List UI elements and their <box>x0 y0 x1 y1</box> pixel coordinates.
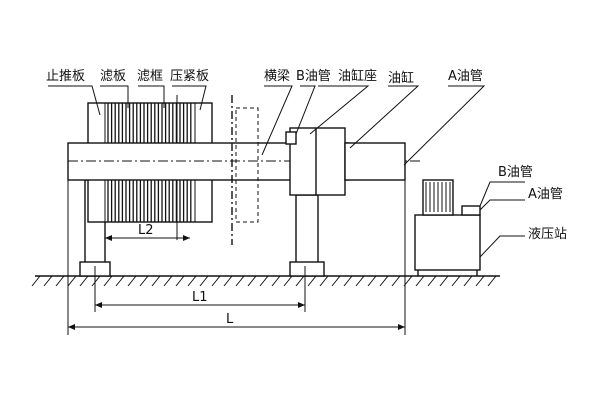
label-b-pipe-right: B油管 <box>498 165 533 180</box>
cylinder-seat <box>285 127 346 196</box>
hydraulic-station <box>414 179 481 276</box>
label-a-pipe-top: A油管 <box>448 69 483 84</box>
label-cylinder-seat: 油缸座 <box>338 68 377 84</box>
label-hydraulic-station: 液压站 <box>528 227 567 242</box>
svg-text:L1: L1 <box>192 290 208 305</box>
moved-plate-outline <box>235 107 259 223</box>
label-beam: 横梁 <box>264 69 290 84</box>
label-filter-frame: 滤框 <box>137 69 163 84</box>
dimension-l2: L2 <box>105 223 190 241</box>
label-cylinder: 油缸 <box>388 70 414 86</box>
label-b-pipe-top: B油管 <box>296 69 331 84</box>
dimension-l1: L1 <box>94 266 306 312</box>
label-a-pipe-right: A油管 <box>528 187 563 202</box>
svg-text:L2: L2 <box>138 223 154 238</box>
svg-text:L: L <box>226 312 234 327</box>
label-press-plate: 压紧板 <box>170 69 209 84</box>
cylinder <box>315 128 406 195</box>
ground <box>31 275 500 287</box>
label-filter-plate: 滤板 <box>100 69 126 84</box>
right-leg <box>289 194 325 277</box>
label-stop-plate: 止推板 <box>46 69 85 84</box>
leader-lines <box>48 85 525 258</box>
dimension-l: L <box>67 180 406 335</box>
